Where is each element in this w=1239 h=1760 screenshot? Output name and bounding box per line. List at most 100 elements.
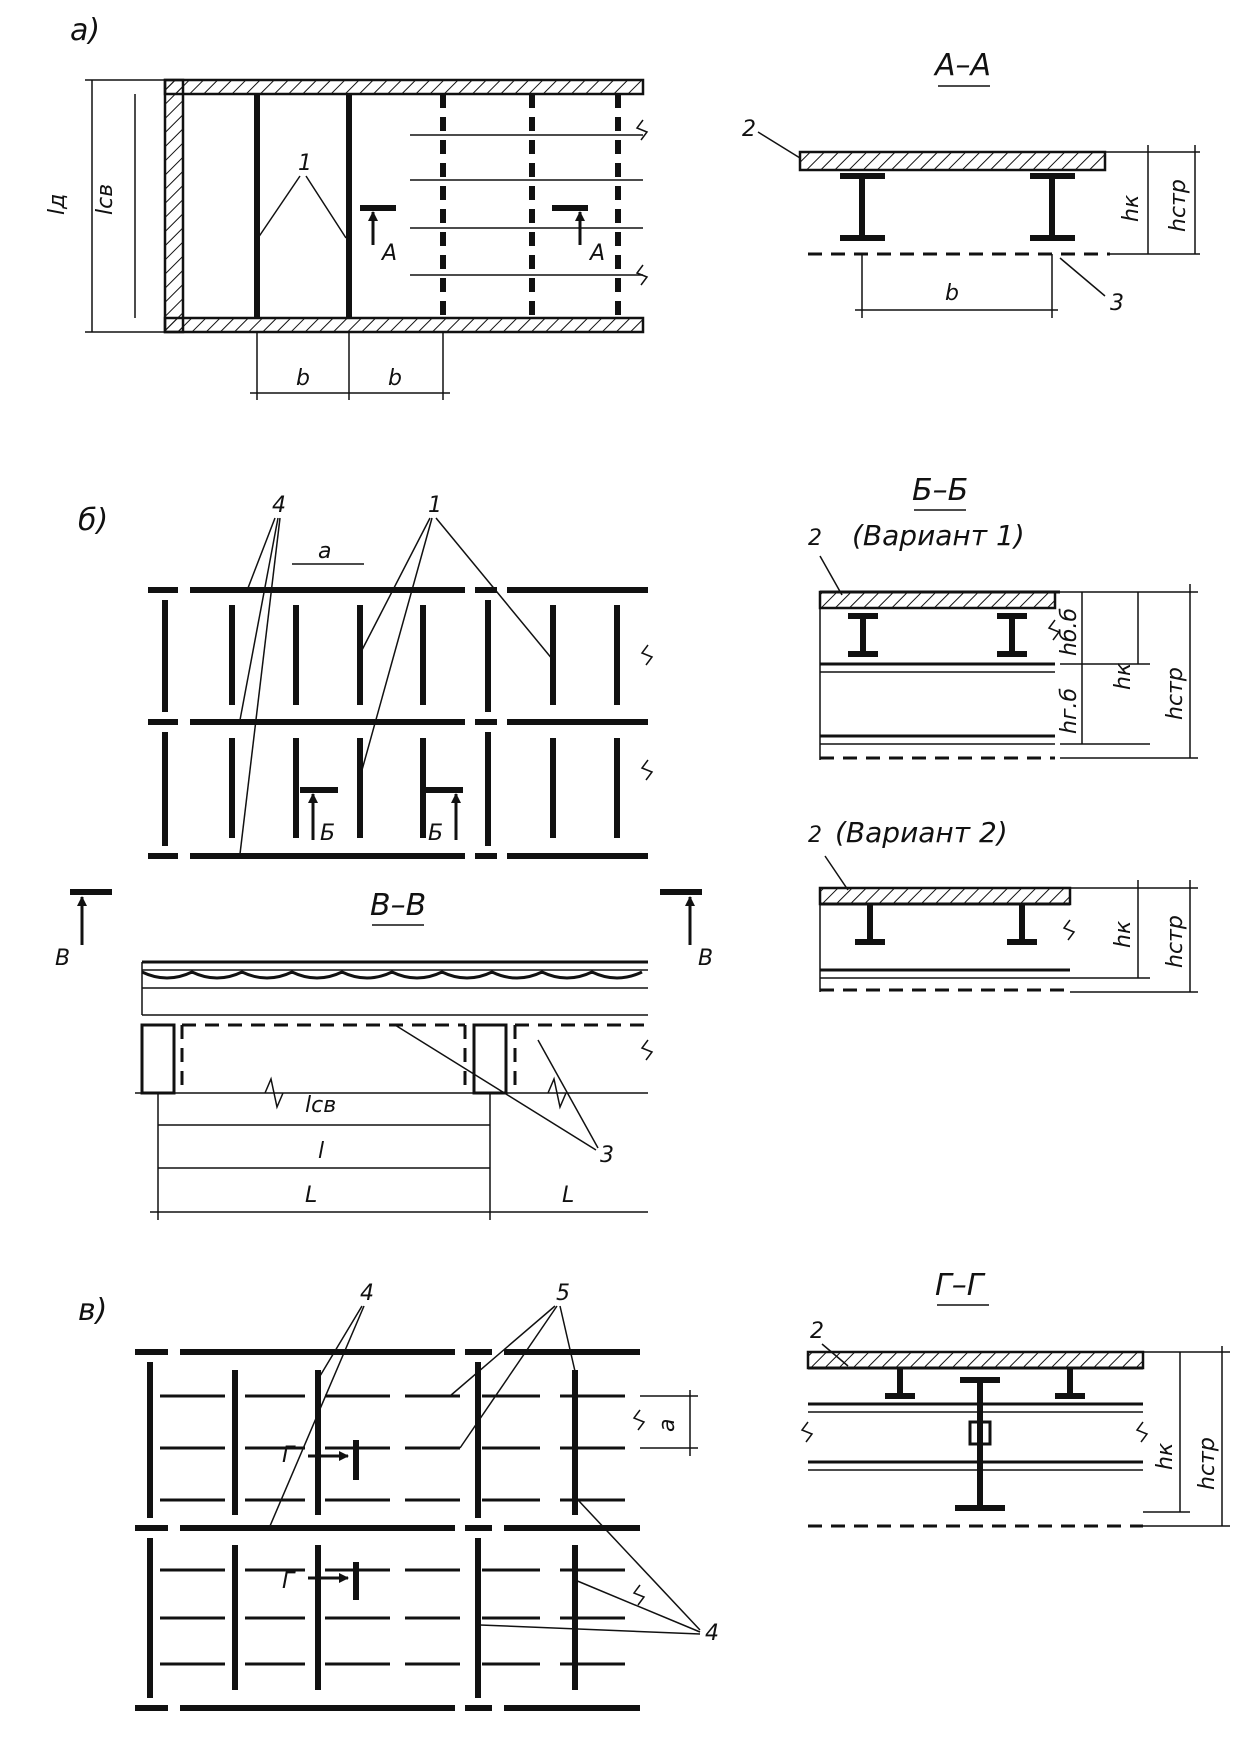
callout-beams: 1 [298, 151, 312, 176]
dim-L2: L [562, 1183, 574, 1208]
beam-profiles [141, 970, 643, 980]
leader-line [824, 855, 849, 891]
leader-line [239, 517, 281, 855]
i-beam [997, 613, 1027, 657]
callout-ribs-v-bottom: 4 [705, 1621, 719, 1646]
dim-hk-g: hк [1153, 1442, 1178, 1470]
main-girder [955, 1377, 1005, 1511]
i-beam [885, 1368, 915, 1399]
leader-line [361, 517, 433, 771]
break-mark [640, 759, 654, 781]
break-mark [640, 1039, 654, 1061]
callout-girder-a: 3 [1110, 291, 1124, 316]
callout-girders-vv: 3 [600, 1143, 614, 1168]
dim-ld: lд [45, 194, 70, 215]
leader-line [577, 1499, 701, 1631]
break-mark [800, 1421, 814, 1443]
i-beam [848, 613, 878, 657]
i-beam [1055, 1368, 1085, 1399]
section-aa: А–А 2 3 b hк hстр [742, 48, 1200, 318]
left-wall-hatch [163, 78, 185, 334]
i-beam [1030, 173, 1075, 241]
break-mark [1062, 919, 1076, 941]
leader-line [757, 131, 801, 159]
cut-mark-v-left: В [55, 946, 70, 971]
leader-line [247, 517, 276, 589]
rib-set [147, 1362, 578, 1698]
leader-line [1059, 257, 1106, 297]
leader-line [435, 517, 554, 661]
callout-deck-a: 2 [742, 117, 756, 142]
leader-line [479, 1624, 701, 1635]
panel-b-plan: б) [78, 493, 654, 859]
dim-b-section: b [945, 281, 959, 306]
leader-line [305, 175, 347, 239]
leader-line [449, 1305, 556, 1397]
cut-mark-b-right: Б [428, 821, 443, 846]
dim-lsv-vv: lсв [305, 1093, 336, 1118]
leader-line [257, 175, 301, 239]
column-outline [472, 1023, 508, 1095]
break-mark [632, 1409, 646, 1431]
break-mark [1135, 1421, 1149, 1443]
cut-mark-a-left: А [380, 241, 397, 266]
section-vv-title: В–В [370, 888, 426, 923]
leader-line [361, 517, 431, 651]
callout-ribs-b: 4 [272, 493, 286, 518]
dim-hk-b2: hк [1111, 920, 1136, 948]
section-vv: В–В В В 3 lсв l [55, 888, 713, 1220]
deck-slab-hatch [818, 590, 1057, 610]
section-aa-title: А–А [933, 48, 991, 83]
break-mark [547, 1076, 567, 1110]
callout-deck-b2: 2 [808, 823, 822, 848]
deck-slab-hatch [818, 886, 1072, 906]
cut-mark-v-right: В [698, 946, 713, 971]
dim-L1: L [305, 1183, 317, 1208]
dim-hbd: hб.б [1057, 608, 1082, 656]
deck-slab-hatch [806, 1350, 1145, 1370]
bottom-wall-hatch [163, 316, 645, 334]
dim-lsv: lсв [93, 184, 118, 215]
leader-line [394, 1024, 597, 1151]
dim-a-b: a [318, 539, 331, 564]
dim-hk-b1: hк [1111, 662, 1136, 690]
callout-deck-g: 2 [810, 1319, 824, 1344]
cut-mark-g-top: Г [282, 1443, 296, 1468]
dim-b1: b [296, 366, 310, 391]
dim-hstr-b2: hстр [1163, 915, 1188, 968]
dim-l-vv: l [318, 1139, 324, 1164]
callout-deck-b1: 2 [808, 526, 822, 551]
leader-line [559, 1305, 578, 1381]
break-mark [635, 264, 649, 286]
break-mark [1047, 619, 1061, 641]
i-beam [1007, 904, 1037, 945]
cut-mark-g-bottom: Г [282, 1569, 296, 1594]
dim-b2: b [388, 366, 402, 391]
i-beam [840, 173, 885, 241]
section-bb: Б–Б (Вариант 1) 2 hб.б [808, 473, 1198, 993]
variant2-label: (Вариант 2) [835, 816, 1008, 849]
leader-line [319, 1305, 363, 1377]
callout-beams-b: 1 [428, 493, 442, 518]
section-gg: Г–Г 2 hк hст [800, 1268, 1230, 1528]
leader-line [459, 1305, 558, 1449]
break-mark [264, 1076, 284, 1110]
leader-line [269, 1305, 365, 1527]
callout-ribs-v-top: 4 [360, 1281, 374, 1306]
dim-hstr-g: hстр [1195, 1437, 1220, 1490]
top-wall-hatch [163, 78, 645, 96]
panel-a-plan: а) 1 А А lд lсв [45, 13, 649, 400]
leader-line [574, 1579, 701, 1633]
deck-slab-hatch [798, 150, 1107, 172]
section-bb-title: Б–Б [912, 473, 968, 508]
panel-v-plan: в) [78, 1281, 719, 1711]
break-mark [640, 644, 654, 666]
dim-hgb: hг.б [1057, 688, 1082, 734]
leader-line [537, 1039, 599, 1149]
leader-line [239, 517, 279, 721]
dim-hstr-a: hстр [1166, 179, 1191, 232]
cut-mark-b-left: Б [320, 821, 335, 846]
section-gg-title: Г–Г [935, 1268, 986, 1303]
column-outline [140, 1023, 176, 1095]
